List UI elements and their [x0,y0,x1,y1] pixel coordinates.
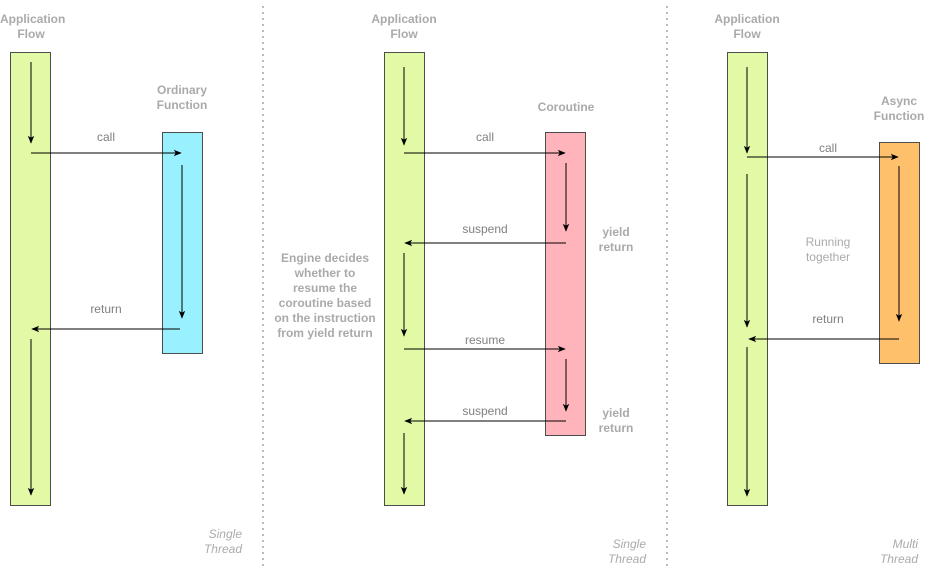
panel1-return-label: return [90,302,122,316]
panel2-suspend1-label: suspend [462,222,508,236]
panel1-call-label: call [96,130,115,144]
panel1-function-title: Ordinary Function [156,83,208,112]
engine-decides-note: Engine decides whether to resume the cor… [274,251,376,340]
panel1-app-flow-title: Application Flow [0,12,66,41]
panel2-resume-label: resume [464,333,505,347]
panel2-app-flow-title: Application Flow [371,12,437,41]
panel2-suspend2-label: suspend [462,404,508,418]
panel3-thread-note: Multi Thread [879,537,918,566]
panel3-function-title: Async Function [873,94,925,123]
panel2-function-title: Coroutine [537,100,595,114]
panel3-call-label: call [818,141,837,155]
panel1-thread-note: Single Thread [203,527,242,556]
panel2-call-label: call [475,130,494,144]
panel2-yield1-label: yield return [598,225,634,254]
panel3-app-flow-title: Application Flow [714,12,780,41]
panel2-yield2-label: yield return [598,406,634,435]
panel3-return-label: return [812,312,844,326]
panel2-thread-note: Single Thread [607,537,646,566]
running-together-label: Running together [805,235,851,264]
